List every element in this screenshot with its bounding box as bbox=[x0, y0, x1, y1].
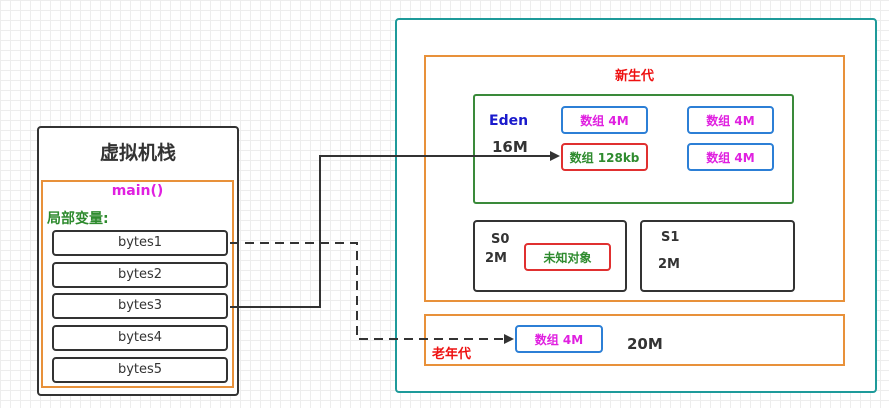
eden-array-4m-1: 数组 4M bbox=[561, 106, 648, 134]
old-array-4m: 数组 4M bbox=[515, 325, 603, 353]
eden-array-128kb: 数组 128kb bbox=[561, 143, 648, 171]
local-slot-bytes4: bytes4 bbox=[52, 325, 228, 351]
s0-size: 2M bbox=[485, 251, 507, 266]
local-slot-bytes2: bytes2 bbox=[52, 262, 228, 288]
eden-array-4m-2: 数组 4M bbox=[687, 106, 774, 134]
old-generation-label: 老年代 bbox=[432, 347, 472, 362]
unknown-object: 未知对象 bbox=[524, 243, 611, 271]
slot-label: bytes4 bbox=[117, 330, 163, 345]
local-slot-bytes3: bytes3 bbox=[52, 293, 228, 319]
slot-label: bytes1 bbox=[117, 235, 163, 250]
main-frame-label: main() bbox=[111, 183, 164, 199]
local-slot-bytes5: bytes5 bbox=[52, 357, 228, 383]
arrow-bytes3-to-eden-array-128kb bbox=[230, 151, 560, 308]
local-variables-label: 局部变量: bbox=[47, 211, 109, 227]
survivor-s1 bbox=[640, 220, 795, 292]
slot-label: bytes3 bbox=[117, 298, 163, 313]
eden-label: Eden bbox=[489, 113, 529, 129]
s0-label: S0 bbox=[491, 232, 510, 247]
s1-size: 2M bbox=[658, 257, 680, 272]
local-slot-bytes1: bytes1 bbox=[52, 230, 228, 256]
slot-label: bytes2 bbox=[117, 267, 163, 282]
eden-size: 16M bbox=[492, 138, 528, 156]
arrow-bytes1-to-old-array bbox=[230, 242, 514, 344]
s1-label: S1 bbox=[661, 230, 680, 245]
eden-array-4m-3: 数组 4M bbox=[687, 143, 774, 171]
vm-stack-title: 虚拟机栈 bbox=[99, 142, 176, 164]
old-generation-size: 20M bbox=[627, 335, 663, 353]
slot-label: bytes5 bbox=[117, 362, 163, 377]
young-generation-label: 新生代 bbox=[614, 69, 654, 84]
